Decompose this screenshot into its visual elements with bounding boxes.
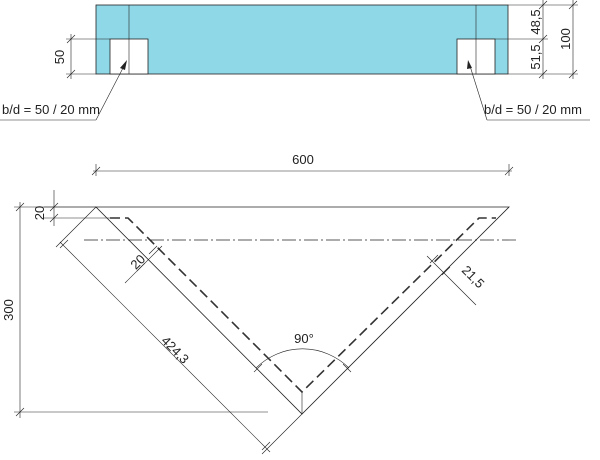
dim-right-lower-label: 51,5 <box>528 44 543 69</box>
dim-top-offset-label: 20 <box>32 206 47 220</box>
dim-left-height-label: 50 <box>52 50 67 64</box>
dim-height-label: 300 <box>1 299 16 321</box>
callout-right: b/d = 50 / 20 mm <box>467 60 590 121</box>
dim-right-total-label: 100 <box>558 28 573 50</box>
triangle-outline <box>95 206 510 415</box>
dim-top-offset: 20 <box>32 190 110 226</box>
dim-left-inset: 20 <box>124 245 163 284</box>
dim-leg-length: 424,3 <box>55 206 303 455</box>
dim-left-height: 50 <box>52 34 110 79</box>
callout-left: b/d = 50 / 20 mm <box>0 60 127 121</box>
dim-right-inset-label: 21,5 <box>459 263 488 292</box>
dim-right-stack: 48,5 51,5 100 <box>495 0 578 79</box>
top-panel <box>95 4 509 75</box>
angle-marker: 90° <box>253 331 352 373</box>
dim-width-label: 600 <box>292 152 314 167</box>
callout-right-label: b/d = 50 / 20 mm <box>484 102 582 117</box>
bottom-view: 600 20 300 <box>1 152 518 455</box>
dim-width: 600 <box>91 152 514 176</box>
callout-left-label: b/d = 50 / 20 mm <box>2 102 100 117</box>
dim-left-inset-label: 20 <box>127 251 148 272</box>
top-view: 50 48,5 51,5 100 b/d = 50 / 20 mm <box>0 0 590 121</box>
angle-label: 90° <box>294 331 314 346</box>
dim-height: 300 <box>1 202 268 418</box>
triangle-inner-dashed <box>110 217 496 394</box>
dim-right-upper-label: 48,5 <box>528 9 543 34</box>
dim-leg-length-label: 424,3 <box>158 333 192 367</box>
